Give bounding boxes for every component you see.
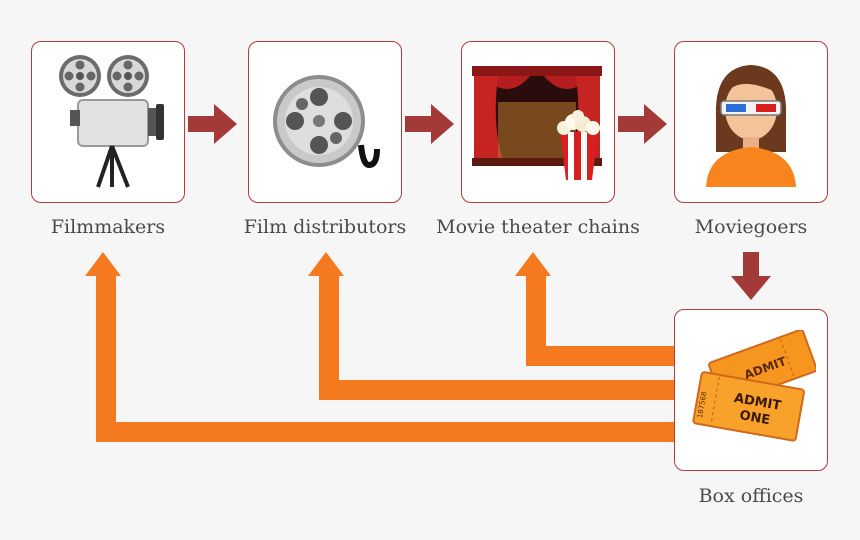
film-camera-icon [48, 52, 168, 192]
node-box-offices: ADMIT 187568 ADMIT ONE [674, 309, 828, 471]
money-arrow-to-distributors [308, 252, 675, 400]
ticket-one-text: ONE [738, 408, 771, 428]
film-reel-icon [263, 67, 387, 177]
node-film-distributors [248, 41, 402, 203]
moviegoer-3d-glasses-icon [696, 57, 806, 187]
arrow-theaters-to-moviegoers [618, 104, 667, 144]
node-moviegoers [674, 41, 828, 203]
node-filmmakers [31, 41, 185, 203]
node-label-filmmakers: Filmmakers [50, 216, 166, 238]
node-label-film-distributors: Film distributors [243, 216, 407, 238]
money-arrow-to-theaters [515, 252, 675, 366]
theater-stage-popcorn-icon [468, 62, 608, 182]
node-movie-theater-chains [461, 41, 615, 203]
node-label-box-offices: Box offices [698, 485, 804, 507]
forward-flow-arrows [188, 104, 771, 300]
money-arrow-to-filmmakers [85, 252, 675, 442]
arrow-filmmakers-to-distributors [188, 104, 237, 144]
arrow-moviegoers-to-boxoffices [731, 252, 771, 300]
node-label-moviegoers: Moviegoers [694, 216, 808, 238]
arrow-distributors-to-theaters [405, 104, 454, 144]
admit-one-tickets-icon: ADMIT 187568 ADMIT ONE [686, 330, 816, 450]
money-flow-arrows [85, 252, 675, 442]
node-label-movie-theater-chains: Movie theater chains [436, 216, 640, 238]
